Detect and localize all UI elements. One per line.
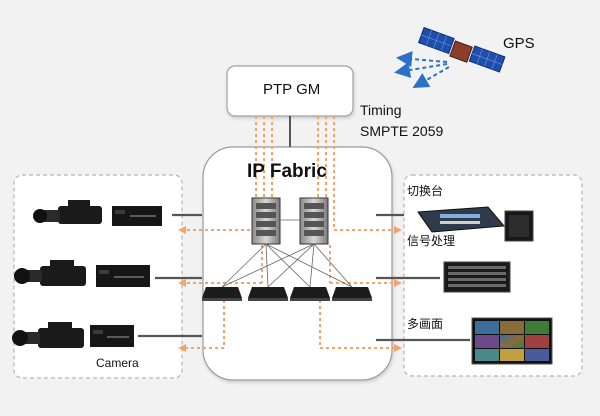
ip-fabric-panel (202, 146, 393, 381)
ptp-arrowheads (178, 226, 402, 352)
monitor-icon (504, 210, 534, 242)
ptp-timing-lines (180, 116, 400, 349)
switch-icon (202, 287, 242, 301)
signal-processing-label: 信号处理 (407, 234, 456, 248)
server-icon (299, 197, 329, 245)
camera-icon (14, 260, 150, 287)
data-links (138, 213, 470, 342)
timing-label: Timing (360, 102, 402, 118)
fabric-mesh-links (221, 219, 353, 288)
switch-icon (332, 287, 372, 301)
switcher-panel-icon (417, 206, 506, 233)
camera-icon (33, 200, 162, 226)
ptp-gm-label: PTP GM (263, 81, 321, 98)
switcher-label: 切换台 (407, 184, 444, 198)
signal-processor-icon (443, 261, 511, 293)
gps-signal-arrows (394, 51, 450, 88)
satellite-icon (417, 26, 506, 73)
server-icon (251, 197, 281, 245)
gps-label: GPS (503, 35, 535, 52)
multiviewer-screen-icon (471, 317, 553, 365)
camera-label: Camera (96, 356, 139, 370)
camera-icon (12, 322, 134, 348)
timing-standard-label: SMPTE 2059 (360, 123, 444, 139)
fabric-title: IP Fabric (247, 161, 327, 182)
switch-icon (290, 287, 330, 301)
multiviewer-label: 多画面 (407, 317, 444, 331)
switch-icon (248, 287, 288, 301)
